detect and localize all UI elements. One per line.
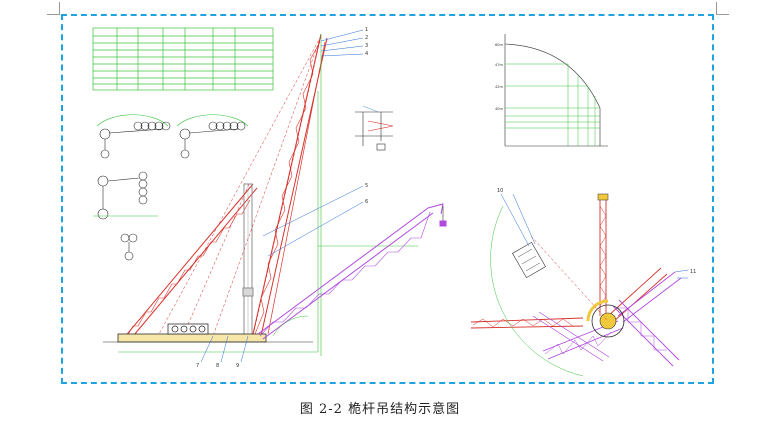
reeving-sketches [93, 114, 249, 261]
luffing-boom-purple [257, 203, 447, 340]
leader-label-group: 1 2 3 4 5 6 7 8 9 [196, 27, 368, 369]
dimension-lines [118, 34, 418, 356]
guy-lines [157, 35, 322, 337]
leader-label-11: 11 [690, 269, 696, 275]
load-chart [504, 34, 608, 147]
crop-mark-top-left [47, 2, 60, 15]
mast [242, 183, 254, 337]
main-lattice-boom [122, 33, 328, 342]
leader-label-4: 4 [365, 51, 368, 57]
chart-tick-47m: 47m [495, 63, 503, 67]
crane-structure-drawing: 1 2 3 4 5 6 7 8 9 [92, 27, 696, 377]
leader-label-1: 1 [365, 27, 368, 33]
leader-label-5: 5 [365, 183, 368, 189]
leader-label-3: 3 [365, 43, 368, 49]
crop-mark-top-right [716, 2, 729, 15]
leader-label-9: 9 [236, 363, 239, 369]
leader-label-2: 2 [365, 35, 368, 41]
leader-label-7: 7 [196, 363, 199, 369]
figure-frame [61, 14, 714, 384]
leader-label-10: 10 [497, 188, 503, 194]
chart-tick-42m: 42m [495, 85, 503, 89]
chart-tick-40m: 40m [495, 107, 503, 111]
load-chart-ticks: 60m 47m 42m 40m [495, 43, 503, 111]
chart-tick-60m: 60m [495, 43, 503, 47]
plan-view [470, 193, 689, 377]
spec-table [92, 27, 274, 91]
hook-detail [355, 105, 394, 151]
leader-label-8: 8 [216, 363, 219, 369]
figure-caption: 图 2-2 桅杆吊结构示意图 [299, 402, 461, 417]
leader-lines [200, 29, 364, 363]
plan-leader-labels: 10 11 [497, 188, 696, 275]
leader-label-6: 6 [365, 199, 368, 205]
crawler-base [103, 323, 313, 343]
